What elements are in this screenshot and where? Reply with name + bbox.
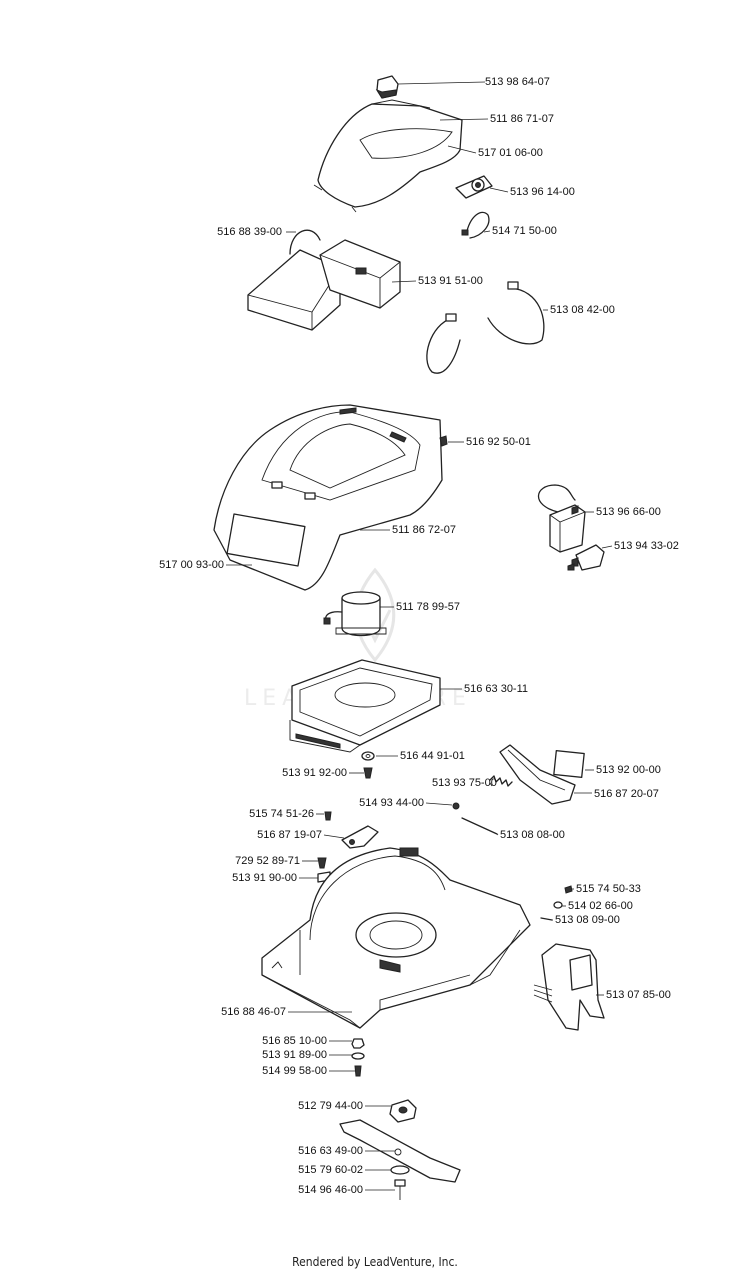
part-number-label: 515 74 51-26	[249, 808, 314, 820]
part-number-label: 517 01 06-00	[478, 147, 543, 159]
part-number-label: 513 08 08-00	[500, 829, 565, 841]
leader-line-p01	[397, 81, 486, 85]
bolt-clip-drawing	[317, 857, 331, 883]
battery-drawing	[247, 229, 341, 331]
battery-box-drawing	[319, 239, 401, 309]
part-number-label: 516 87 19-07	[257, 829, 322, 841]
upper-cover-drawing	[313, 99, 463, 213]
part-number-label: 729 52 89-71	[235, 855, 300, 867]
charger-drawing	[537, 484, 586, 553]
plug-adapter-drawing	[567, 544, 605, 571]
rear-flap-drawing	[533, 943, 605, 1031]
part-number-label: 511 86 72-07	[392, 524, 456, 536]
switch-bracket-drawing	[455, 175, 493, 199]
part-number-label: 513 96 66-00	[596, 506, 661, 518]
leader-line-p02	[439, 118, 489, 121]
blade-drawing	[339, 1119, 461, 1183]
knob-cap-drawing	[375, 75, 399, 99]
part-number-label: 516 92 50-01	[466, 436, 531, 448]
part-number-label: 513 91 92-00	[282, 767, 347, 779]
part-number-label: 516 85 10-00	[262, 1035, 327, 1047]
part-number-label: 513 91 90-00	[232, 872, 297, 884]
small-parts-right-drawing	[540, 885, 573, 921]
part-number-label: 515 74 50-33	[576, 883, 641, 895]
part-number-label: 513 07 85-00	[606, 989, 671, 1001]
footer-credit: Rendered by LeadVenture, Inc.	[292, 1255, 458, 1269]
part-number-label: 517 00 93-00	[159, 559, 224, 571]
part-number-label: 513 91 51-00	[418, 275, 483, 287]
bolt-drawing-1	[324, 811, 332, 821]
motor-tray-drawing	[289, 659, 441, 753]
part-number-label: 513 93 75-00	[432, 777, 497, 789]
part-number-label: 514 99 58-00	[262, 1065, 327, 1077]
blade-bolt-drawing	[394, 1179, 406, 1200]
lever-drawing	[499, 744, 585, 805]
leader-line-p24	[496, 833, 499, 836]
deck-drawing	[261, 847, 531, 1029]
part-number-label: 511 86 71-07	[490, 113, 554, 125]
spring-drawing	[489, 775, 513, 787]
part-number-label: 513 91 89-00	[262, 1049, 327, 1061]
part-number-label: 513 92 00-00	[596, 764, 661, 776]
part-number-label: 516 87 20-07	[594, 788, 659, 800]
part-number-label: 516 88 39-00	[217, 226, 282, 238]
leader-line-p19	[489, 782, 493, 787]
long-cables-drawing	[426, 281, 545, 374]
nut-drawing-1	[452, 802, 460, 810]
part-number-label: 513 94 33-02	[614, 540, 679, 552]
part-number-label: 515 79 60-02	[298, 1164, 363, 1176]
part-number-label: 516 44 91-01	[400, 750, 465, 762]
part-number-label: 513 96 14-00	[510, 186, 575, 198]
washer-drawing-2	[390, 1165, 410, 1175]
blade-adapter-drawing	[389, 1099, 417, 1123]
motor-can-drawing	[323, 591, 387, 637]
leader-line-p04	[489, 187, 509, 193]
hook-drawing	[341, 825, 379, 849]
short-cable-drawing	[461, 211, 490, 239]
screw-drawing-2	[363, 767, 373, 779]
leader-line-p21	[425, 802, 453, 806]
part-number-label: 513 98 64-07	[485, 76, 550, 88]
handle-housing-drawing	[213, 404, 443, 591]
part-number-label: 514 71 50-00	[492, 225, 557, 237]
fastener-stack-drawing	[351, 1038, 365, 1077]
part-number-label: 511 78 99-57	[396, 601, 460, 613]
leader-line-p05	[483, 230, 491, 233]
leader-line-p12	[601, 545, 613, 549]
part-labels: 513 98 64-07 511 86 71-07 517 01 06-00 513 …	[159, 76, 679, 1196]
part-number-label: 516 63 30-11	[464, 683, 528, 695]
rod-drawing	[461, 817, 498, 835]
part-number-label: 513 08 42-00	[550, 304, 615, 316]
part-number-label: 514 93 44-00	[359, 797, 424, 809]
leader-line-p03	[447, 145, 477, 154]
part-number-label: 512 79 44-00	[298, 1100, 363, 1112]
part-number-label: 513 08 09-00	[555, 914, 620, 926]
part-number-label: 514 96 46-00	[298, 1184, 363, 1196]
washer-drawing-1	[361, 751, 375, 761]
screw-drawing-1	[439, 435, 448, 447]
part-number-label: 514 02 66-00	[568, 900, 633, 912]
part-number-label: 516 88 46-07	[221, 1006, 286, 1018]
leader-line-p23	[323, 834, 345, 839]
leader-line-p07	[391, 280, 417, 283]
part-number-label: 516 63 49-00	[298, 1145, 363, 1157]
